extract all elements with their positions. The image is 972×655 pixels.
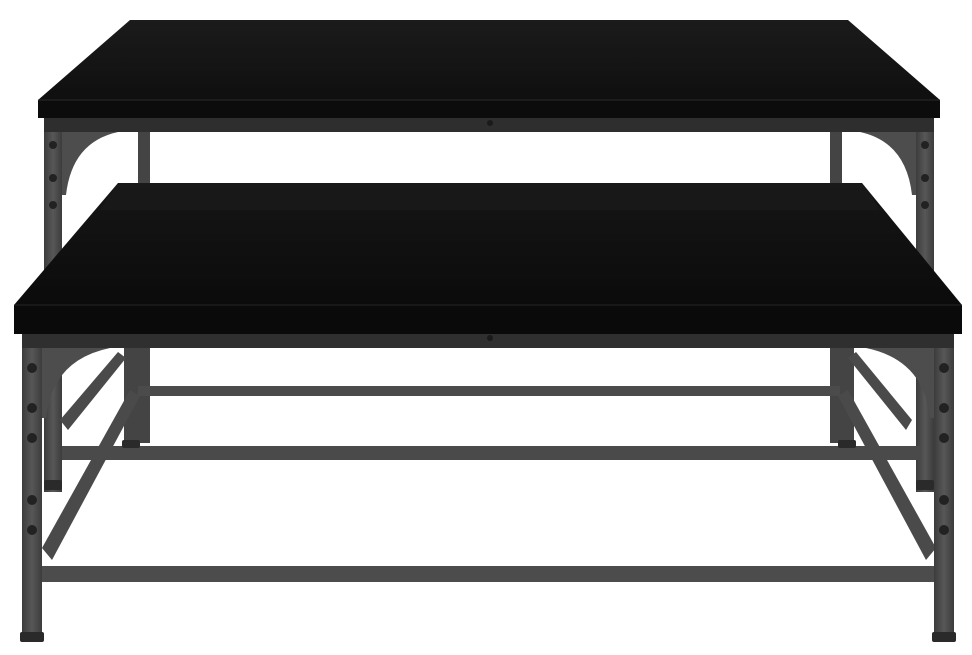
front-table-top-edge bbox=[14, 305, 962, 334]
front-table-side-stretcher-left bbox=[42, 390, 140, 560]
back-table-top-edge bbox=[38, 100, 940, 118]
front-table-rear-stretcher-top bbox=[128, 386, 850, 396]
front-table-foot-right bbox=[932, 632, 956, 642]
screw-icon bbox=[49, 141, 57, 149]
front-table-leg-right bbox=[934, 340, 954, 635]
front-table-side-upper-left bbox=[60, 352, 126, 430]
screw-icon bbox=[27, 363, 37, 373]
screw-icon bbox=[939, 363, 949, 373]
screw-icon bbox=[487, 120, 493, 126]
screw-icon bbox=[921, 141, 929, 149]
screw-icon bbox=[939, 525, 949, 535]
screw-icon bbox=[49, 201, 57, 209]
back-table-top-surface bbox=[38, 20, 940, 100]
front-table-front-stretcher bbox=[40, 566, 935, 582]
screw-icon bbox=[939, 433, 949, 443]
front-table-top-reflection bbox=[100, 183, 880, 210]
front-table-side-stretcher-right bbox=[838, 390, 936, 560]
front-table bbox=[14, 183, 962, 642]
front-table-bracket-left bbox=[42, 348, 110, 418]
screw-icon bbox=[49, 174, 57, 182]
back-table-bracket-right bbox=[860, 132, 916, 195]
front-table-rear-foot-right bbox=[838, 440, 856, 448]
screw-icon bbox=[27, 525, 37, 535]
screw-icon bbox=[921, 201, 929, 209]
screw-icon bbox=[487, 335, 493, 341]
screw-icon bbox=[939, 495, 949, 505]
screw-icon bbox=[27, 495, 37, 505]
back-table-bracket-left bbox=[62, 132, 118, 195]
back-table-foot-left bbox=[44, 480, 62, 490]
front-table-leg-left bbox=[22, 340, 42, 635]
front-table-apron bbox=[22, 334, 954, 348]
screw-icon bbox=[939, 403, 949, 413]
front-table-foot-left bbox=[20, 632, 44, 642]
front-table-middle-stretcher bbox=[62, 446, 920, 460]
back-table bbox=[38, 20, 940, 492]
screw-icon bbox=[921, 174, 929, 182]
screw-icon bbox=[27, 403, 37, 413]
screw-icon bbox=[27, 433, 37, 443]
front-table-rear-foot-left bbox=[122, 440, 140, 448]
front-table-side-upper-right bbox=[848, 352, 912, 430]
front-table-bracket-right bbox=[866, 348, 934, 418]
front-table-top-surface bbox=[14, 183, 962, 305]
back-table-foot-right bbox=[916, 480, 934, 490]
